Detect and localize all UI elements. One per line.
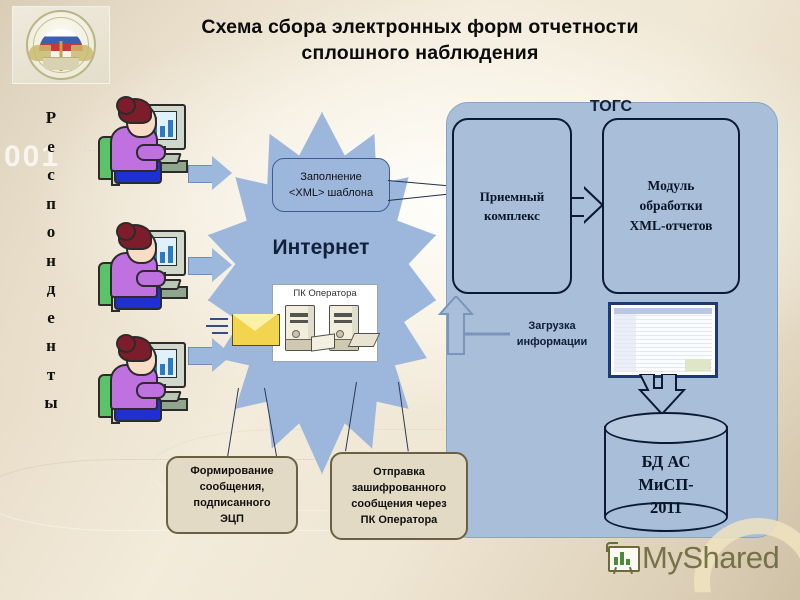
spreadsheet-thumbnail-icon (608, 302, 718, 378)
internet-label: Интернет (272, 236, 370, 259)
respondents-letter: т (46, 364, 56, 384)
flow-arrow-respondent-2-icon (188, 248, 232, 282)
sending-line-3: сообщения через (351, 498, 447, 510)
forming-line-2: сообщения, (199, 481, 265, 493)
sending-line-2: зашифрованного (351, 482, 447, 494)
processing-module-line-3: XML-отчетов (629, 218, 713, 233)
respondent-at-computer-icon (92, 334, 188, 424)
sending-message-box: Отправка зашифрованного сообщения через … (330, 452, 468, 540)
respondent-at-computer-icon (92, 96, 188, 186)
forming-line-4: ЭЦП (220, 513, 244, 525)
database-line-3: 2011 (649, 498, 683, 517)
arrow-sheet-to-database-icon (632, 374, 688, 416)
arrow-operator-to-receiving-icon (432, 294, 512, 386)
xml-template-fill-box: Заполнение <XML> шаблона (272, 158, 390, 212)
myshared-watermark: MyShared (606, 536, 780, 580)
flow-arrow-respondent-1-icon (188, 156, 232, 190)
myshared-brand-text: MyShared (642, 540, 780, 575)
database-cylinder: БД АС МиСП- 2011 (604, 412, 728, 532)
operator-pc-caption: ПК Оператора (293, 288, 357, 299)
respondents-letter: о (46, 222, 56, 241)
respondents-letter: е (47, 136, 55, 156)
respondents-letter: с (47, 165, 55, 184)
xml-box-line-2: <XML> шаблона (288, 187, 374, 199)
motion-line (210, 318, 228, 320)
sending-line-1: Отправка (373, 466, 425, 478)
motion-line (206, 325, 228, 327)
server-tower-icon (285, 305, 315, 351)
forming-line-1: Формирование (190, 465, 274, 477)
motion-line (212, 332, 228, 334)
respondents-letter: н (46, 250, 56, 270)
receiving-complex-box: Приемный комплекс (452, 118, 572, 294)
database-line-1: БД АС (641, 452, 691, 471)
arrow-receiving-to-module-icon (570, 186, 604, 224)
presentation-board-icon (606, 542, 640, 575)
title-line-2: сплошного наблюдения (301, 42, 539, 65)
forming-message-box: Формирование сообщения, подписанного ЭЦП (166, 456, 298, 534)
processing-module-line-2: обработки (639, 198, 703, 213)
receiving-complex-line-2: комплекс (484, 208, 540, 223)
slide-title: Схема сбора электронных форм отчетности … (150, 14, 690, 67)
title-line-1: Схема сбора электронных форм отчетности (201, 16, 639, 38)
processing-module-box: Модуль обработки XML-отчетов (602, 118, 740, 294)
togs-label: ТОГС (589, 98, 633, 115)
respondents-letter: Р (45, 108, 57, 127)
operator-pc-box: ПК Оператора (272, 284, 381, 362)
organization-emblem-icon (12, 6, 110, 84)
upload-line-1: Загрузка (528, 320, 576, 332)
upload-information-label: Загрузка информации (500, 318, 604, 350)
respondents-letter: ы (44, 393, 58, 412)
respondents-letter: п (46, 193, 56, 213)
respondent-at-computer-icon (92, 222, 188, 312)
upload-line-2: информации (516, 336, 588, 348)
respondents-letter: н (46, 336, 56, 355)
database-line-2: МиСП- (638, 475, 694, 494)
page-number-watermark: 001 (4, 140, 61, 173)
respondents-letter: е (47, 307, 55, 327)
receiving-complex-line-1: Приемный (479, 189, 545, 204)
respondents-vertical-label: Р е с п о н д е н т ы (36, 104, 66, 418)
keyboard-icon (347, 333, 381, 347)
processing-module-line-1: Модуль (647, 178, 695, 193)
connector-line-forming-left (227, 387, 239, 458)
respondents-letter: д (46, 279, 56, 298)
forming-line-3: подписанного (193, 497, 271, 509)
sending-line-4: ПК Оператора (360, 514, 438, 526)
email-envelope-icon (232, 314, 280, 346)
xml-box-line-1: Заполнение (300, 171, 362, 183)
